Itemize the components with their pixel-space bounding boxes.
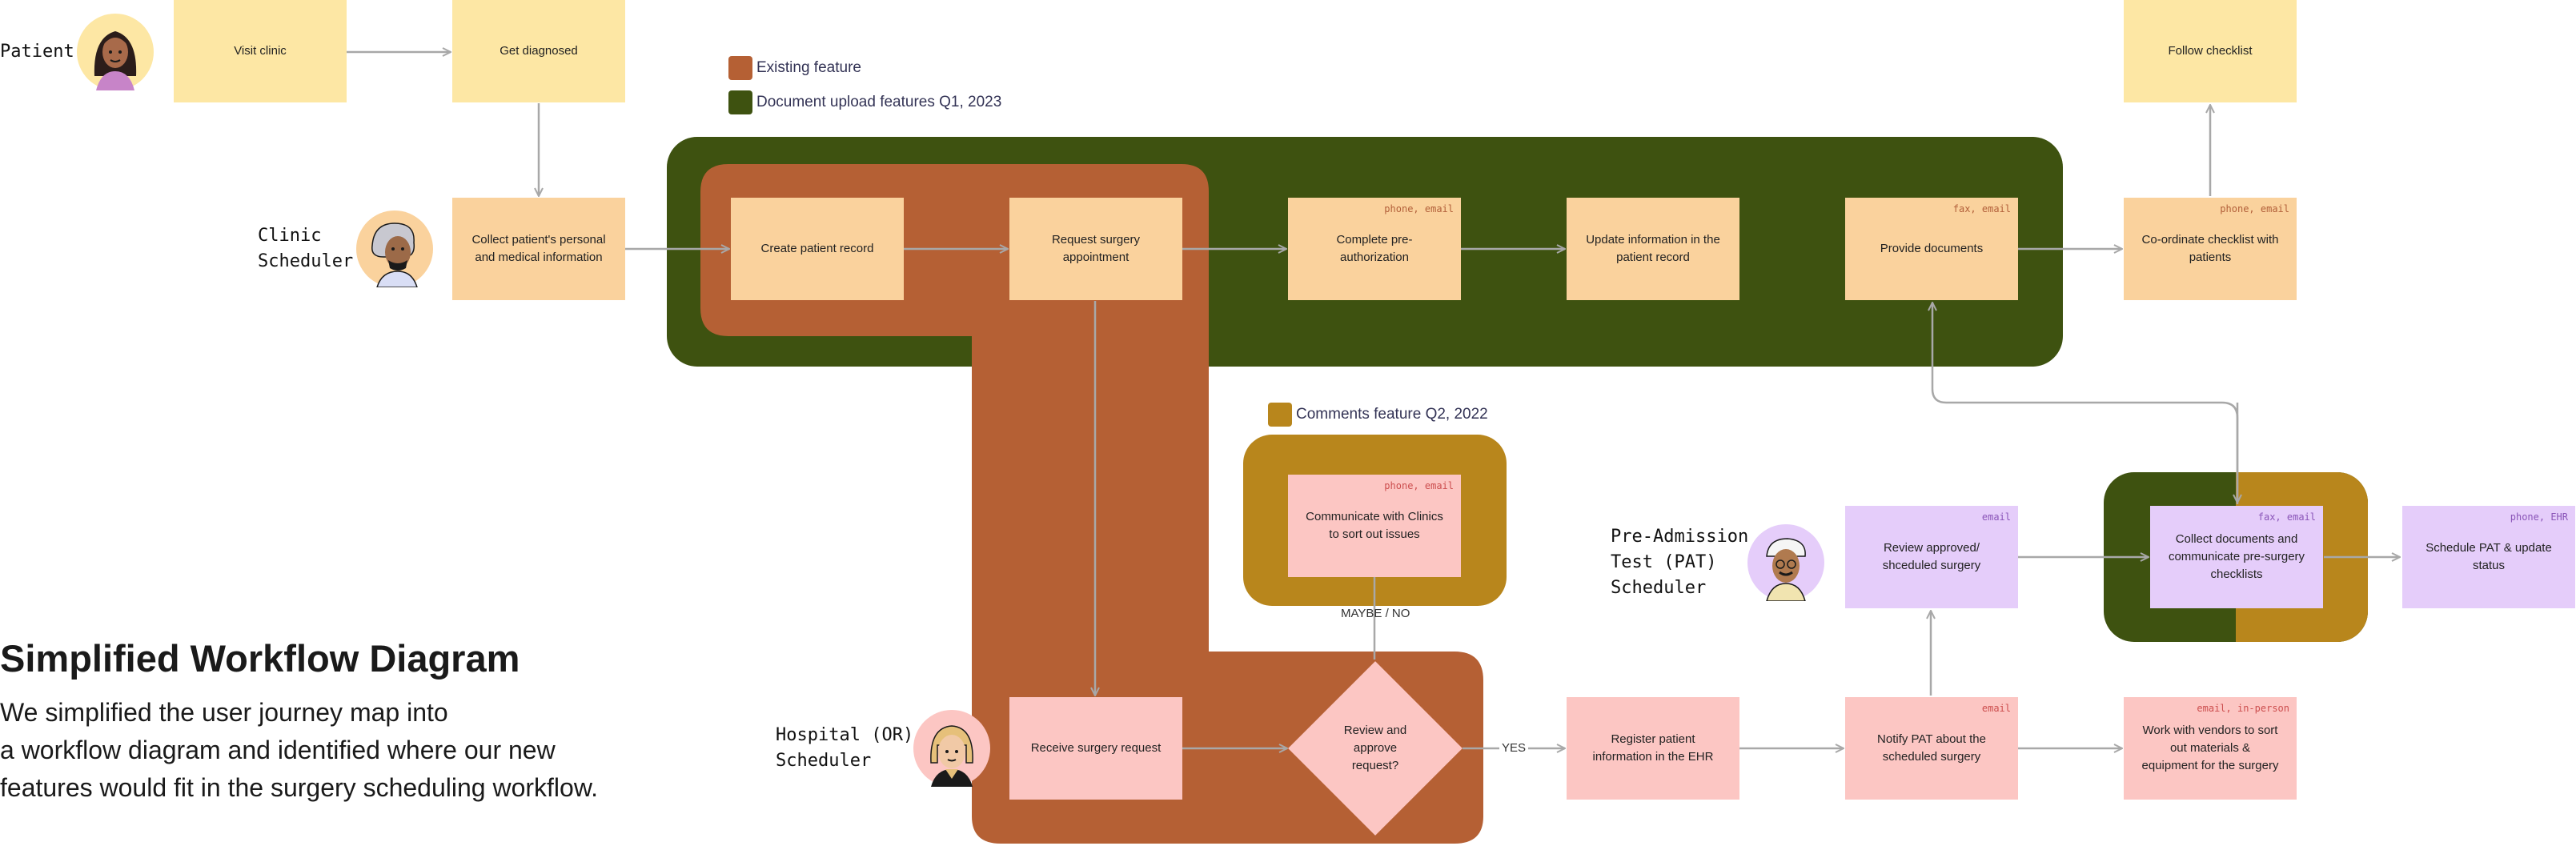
node-work-with-vendors-tag: email, in-person <box>2197 703 2289 714</box>
node-provide-documents-label: Provide documents <box>1880 242 1984 255</box>
node-complete-preauth-label: Complete pre-authorization <box>1336 233 1413 264</box>
node-schedule-pat: phone, EHR Schedule PAT & update status <box>2402 506 2575 608</box>
node-request-surgery-appointment: Request surgery appointment <box>1009 198 1182 300</box>
node-communicate-clinics: phone, email Communicate with Clinics to… <box>1288 475 1461 577</box>
legend-swatch-existing <box>728 56 752 80</box>
actor-pat-scheduler-label: Pre-Admission Test (PAT) Scheduler <box>1611 524 1748 601</box>
node-notify-pat-tag: email <box>1981 703 2011 714</box>
actor-hospital-scheduler-line-2: Scheduler <box>776 751 872 771</box>
node-review-approve: Review and approve request? <box>1288 661 1463 836</box>
node-follow-checklist-label: Follow checklist <box>2168 44 2253 58</box>
actor-clinic-scheduler-line-1: Clinic <box>258 226 322 246</box>
node-review-approved-scheduled: email Review approved/ shceduled surgery <box>1845 506 2018 608</box>
node-collect-documents-tag: fax, email <box>2257 511 2316 523</box>
node-collect-patient-info: Collect patient's personal and medical i… <box>452 198 625 300</box>
pat-scheduler-avatar <box>1747 524 1824 602</box>
edge-label-yes: YES <box>1499 741 1529 756</box>
edge-collect-to-provide <box>1932 303 2239 504</box>
node-request-surgery-appointment-label: Request surgery appointment <box>1051 233 1141 264</box>
node-review-approve-label: Review and approve request? <box>1343 724 1407 772</box>
node-visit-clinic-label: Visit clinic <box>234 44 287 58</box>
node-update-patient-record-label: Update information in the patient record <box>1586 233 1720 264</box>
node-notify-pat: email Notify PAT about the scheduled sur… <box>1845 697 2018 800</box>
hospital-scheduler-avatar <box>913 710 990 787</box>
node-get-diagnosed: Get diagnosed <box>452 0 625 102</box>
node-work-with-vendors: email, in-person Work with vendors to so… <box>2124 697 2297 800</box>
node-register-patient-ehr-label: Register patient information in the EHR <box>1592 732 1714 764</box>
actor-patient-label: Patient <box>0 42 74 62</box>
node-receive-surgery-request: Receive surgery request <box>1009 697 1182 800</box>
node-schedule-pat-label: Schedule PAT & update status <box>2426 541 2552 572</box>
node-collect-documents-label: Collect documents and communicate pre-su… <box>2168 532 2305 581</box>
edge-label-maybe-no: MAYBE / NO <box>1341 607 1410 620</box>
node-review-approved-scheduled-label: Review approved/ shceduled surgery <box>1882 541 1981 572</box>
node-create-patient-record: Create patient record <box>731 198 904 300</box>
actor-hospital-scheduler-label: Hospital (OR) Scheduler <box>776 723 913 774</box>
actor-pat-scheduler-line-3: Scheduler <box>1611 578 1707 598</box>
node-schedule-pat-tag: phone, EHR <box>2510 511 2568 523</box>
patient-avatar <box>77 14 154 90</box>
legend-label-comments: Comments feature Q2, 2022 <box>1296 406 1488 423</box>
page-description-line-1: We simplified the user journey map into <box>0 698 448 727</box>
actor-hospital-scheduler-line-1: Hospital (OR) <box>776 725 914 745</box>
legend-label-existing: Existing feature <box>756 59 861 76</box>
node-communicate-clinics-tag: phone, email <box>1384 480 1454 491</box>
node-create-patient-record-label: Create patient record <box>760 242 874 255</box>
node-collect-documents: fax, email Collect documents and communi… <box>2150 506 2323 608</box>
node-visit-clinic: Visit clinic <box>174 0 347 102</box>
node-coordinate-checklist-tag: phone, email <box>2220 203 2289 215</box>
node-update-patient-record: Update information in the patient record <box>1567 198 1739 300</box>
legend-label-document-upload: Document upload features Q1, 2023 <box>756 94 1002 110</box>
page-title: Simplified Workflow Diagram <box>0 637 520 680</box>
legend-swatch-document-upload <box>728 90 752 114</box>
node-notify-pat-label: Notify PAT about the scheduled surgery <box>1877 732 1986 764</box>
page-description-line-2: a workflow diagram and identified where … <box>0 736 556 764</box>
node-follow-checklist: Follow checklist <box>2124 0 2297 102</box>
node-coordinate-checklist: phone, email Co-ordinate checklist with … <box>2124 198 2297 300</box>
node-coordinate-checklist-label: Co-ordinate checklist with patients <box>2141 233 2279 264</box>
node-complete-preauth-tag: phone, email <box>1384 203 1454 215</box>
node-complete-preauth: phone, email Complete pre-authorization <box>1288 198 1461 300</box>
page-description-line-3: features would fit in the surgery schedu… <box>0 773 599 802</box>
legend-swatch-comments <box>1268 403 1292 427</box>
node-review-approved-scheduled-tag: email <box>1981 511 2011 523</box>
page-description: We simplified the user journey map into … <box>0 694 720 807</box>
node-receive-surgery-request-label: Receive surgery request <box>1030 741 1162 755</box>
actor-clinic-scheduler-line-2: Scheduler <box>258 251 354 271</box>
node-provide-documents-tag: fax, email <box>1952 203 2011 215</box>
node-collect-patient-info-label: Collect patient's personal and medical i… <box>471 233 606 264</box>
actor-pat-scheduler-line-2: Test (PAT) <box>1611 552 1717 572</box>
node-provide-documents: fax, email Provide documents <box>1845 198 2018 300</box>
node-register-patient-ehr: Register patient information in the EHR <box>1567 697 1739 800</box>
node-work-with-vendors-label: Work with vendors to sort out materials … <box>2141 724 2279 772</box>
clinic-scheduler-avatar <box>356 210 433 288</box>
node-get-diagnosed-label: Get diagnosed <box>500 44 578 58</box>
node-communicate-clinics-label: Communicate with Clinics to sort out iss… <box>1306 510 1443 541</box>
actor-clinic-scheduler-label: Clinic Scheduler <box>258 223 353 275</box>
actor-pat-scheduler-line-1: Pre-Admission <box>1611 527 1749 547</box>
existing-feature-shape <box>700 164 1483 844</box>
